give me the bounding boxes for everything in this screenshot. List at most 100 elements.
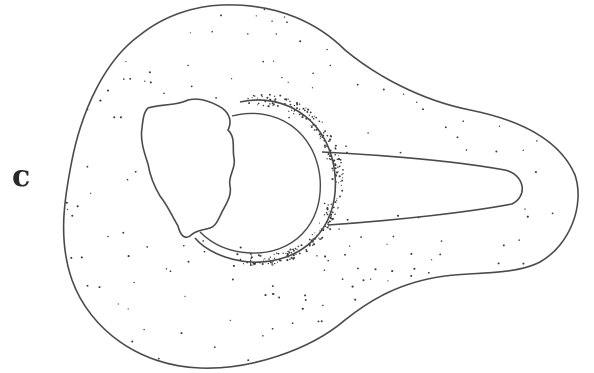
rim-stipple-dot bbox=[273, 103, 275, 105]
stipple-dot bbox=[553, 36, 554, 37]
stipple-dot bbox=[561, 292, 562, 293]
stipple-dot bbox=[517, 340, 518, 341]
stipple-dot bbox=[392, 54, 393, 55]
stipple-dot bbox=[294, 105, 295, 106]
rim-stipple-dot bbox=[296, 107, 298, 109]
stipple-dot bbox=[279, 95, 281, 97]
stipple-dot bbox=[377, 350, 378, 351]
rim-stipple-dot bbox=[278, 253, 280, 255]
rim-stipple-dot bbox=[274, 98, 276, 100]
stipple-dot bbox=[128, 255, 130, 257]
rim-stipple-dot bbox=[301, 244, 303, 246]
stipple-dot bbox=[324, 269, 326, 271]
rim-stipple-dot bbox=[299, 252, 301, 254]
rim-stipple-dot bbox=[326, 135, 328, 137]
rim-stipple-dot bbox=[326, 226, 328, 228]
stipple-dot bbox=[112, 21, 114, 23]
stipple-dot bbox=[481, 67, 482, 68]
rim-stipple-dot bbox=[319, 238, 321, 240]
stipple-dot bbox=[580, 352, 582, 354]
stipple-dot bbox=[312, 367, 313, 368]
rim-stipple-dot bbox=[260, 255, 262, 257]
rim-stipple-dot bbox=[291, 252, 292, 253]
stipple-dot bbox=[390, 301, 391, 302]
stipple-dot bbox=[522, 322, 524, 324]
stipple-dot bbox=[431, 259, 432, 260]
stipple-dot bbox=[536, 140, 538, 142]
stipple-dot bbox=[524, 303, 526, 305]
rim-stipple-dot bbox=[330, 159, 332, 161]
rim-stipple-dot bbox=[264, 258, 265, 259]
stipple-dot bbox=[413, 268, 415, 270]
rim-stipple-dot bbox=[267, 105, 269, 107]
stipple-dot bbox=[87, 166, 89, 168]
stipple-dot bbox=[272, 328, 274, 330]
stipple-dot bbox=[107, 89, 109, 91]
rim-stipple-dot bbox=[313, 243, 315, 245]
stipple-dot bbox=[82, 38, 84, 40]
rim-stipple-dot bbox=[324, 130, 326, 132]
stipple-dot bbox=[422, 58, 424, 60]
stipple-dot bbox=[370, 279, 371, 280]
rim-stipple-dot bbox=[285, 98, 287, 100]
stipple-dot bbox=[498, 262, 500, 264]
rim-stipple-dot bbox=[338, 182, 339, 183]
rim-stipple-dot bbox=[329, 139, 330, 140]
rim-stipple-dot bbox=[335, 145, 337, 147]
stipple-dot bbox=[538, 267, 540, 269]
rim-stipple-dot bbox=[285, 253, 286, 254]
stipple-dot bbox=[326, 49, 327, 50]
stipple-dot bbox=[557, 353, 558, 354]
rim-stipple-dot bbox=[296, 102, 298, 104]
stipple-dot bbox=[87, 285, 89, 287]
stipple-dot bbox=[508, 355, 510, 357]
stipple-dot bbox=[352, 286, 354, 288]
stipple-dot bbox=[400, 152, 402, 154]
rim-stipple-dot bbox=[313, 118, 315, 120]
stipple-dot bbox=[232, 279, 234, 281]
stipple-dot bbox=[79, 54, 80, 55]
stipple-dot bbox=[286, 21, 288, 23]
rim-stipple-dot bbox=[331, 203, 332, 204]
stipple-dot bbox=[247, 359, 249, 361]
stipple-dot bbox=[345, 145, 347, 147]
stipple-dot bbox=[552, 212, 554, 214]
stipple-dot bbox=[349, 347, 351, 349]
rim-stipple-dot bbox=[327, 214, 329, 216]
rim-stipple-dot bbox=[250, 264, 252, 266]
rim-stipple-dot bbox=[292, 258, 294, 260]
stipple-dot bbox=[527, 327, 529, 329]
stipple-dot bbox=[581, 158, 583, 160]
rim-stipple-dot bbox=[289, 101, 290, 102]
rim-stipple-dot bbox=[274, 96, 275, 97]
rim-stipple-dot bbox=[247, 98, 248, 99]
stipple-dot bbox=[560, 31, 561, 32]
stipple-dot bbox=[576, 367, 578, 369]
stipple-dot bbox=[73, 113, 75, 115]
rim-stipple-dot bbox=[332, 218, 334, 220]
stipple-dot bbox=[149, 71, 151, 73]
stipple-dot bbox=[303, 364, 305, 366]
rim-stipple-dot bbox=[311, 126, 313, 128]
stipple-dot bbox=[469, 311, 470, 312]
stipple-dot bbox=[522, 263, 524, 265]
stipple-dot bbox=[183, 245, 185, 247]
rim-stipple-dot bbox=[306, 250, 308, 252]
stipple-dot bbox=[414, 78, 415, 79]
rim-stipple-dot bbox=[324, 144, 325, 145]
stipple-dot bbox=[527, 216, 529, 218]
rim-stipple-dot bbox=[337, 207, 338, 208]
rim-stipple-dot bbox=[334, 154, 336, 156]
rim-stipple-dot bbox=[296, 104, 298, 106]
stipple-dot bbox=[521, 316, 523, 318]
rim-stipple-dot bbox=[257, 98, 258, 99]
stipple-dot bbox=[87, 109, 88, 110]
stipple-dot bbox=[76, 44, 78, 46]
stipple-dot bbox=[441, 240, 443, 242]
stipple-dot bbox=[427, 68, 428, 69]
stipple-dot bbox=[499, 126, 500, 127]
stipple-dot bbox=[367, 132, 369, 134]
stipple-dot bbox=[324, 203, 326, 205]
rim-stipple-dot bbox=[261, 94, 263, 96]
stipple-dot bbox=[459, 105, 460, 106]
